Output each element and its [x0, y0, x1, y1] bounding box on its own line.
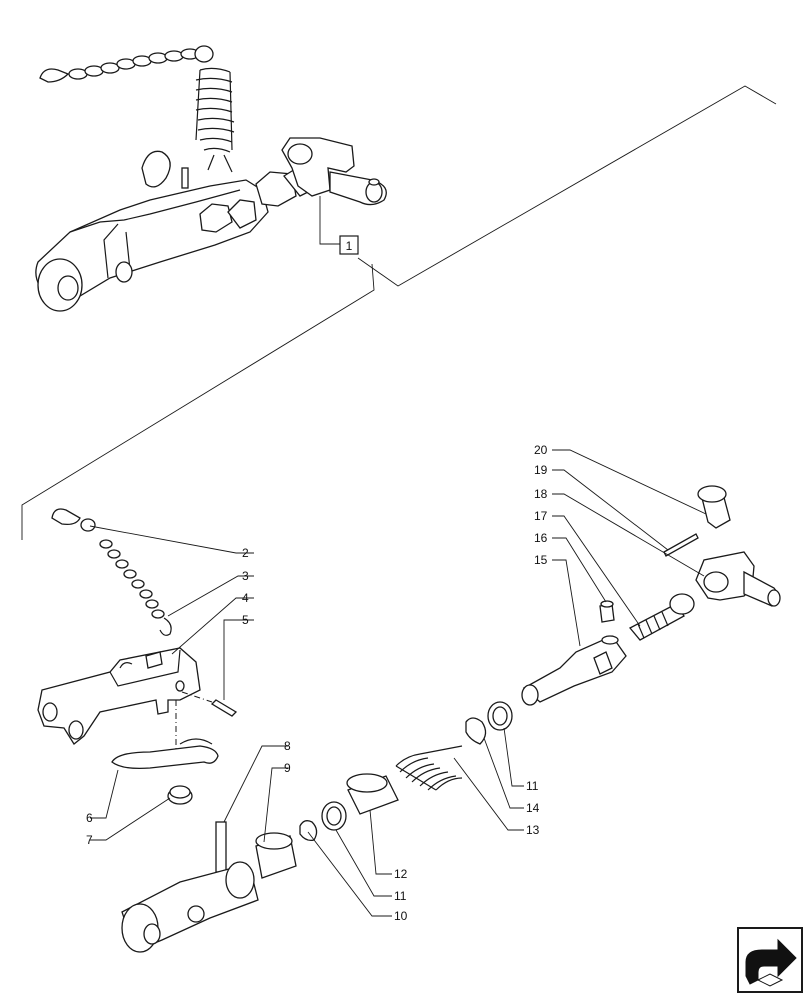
label-13: 13: [526, 823, 540, 837]
part-labels: 2 3 4 5 6 7 8 9 10 11 12 13 14 11 15 16 …: [86, 443, 548, 923]
part-11-washer-b: [487, 701, 513, 731]
callout-1-label: 1: [346, 239, 353, 253]
part-4-bracket: [37, 647, 201, 745]
part-13-spring: [395, 745, 463, 791]
label-15: 15: [534, 553, 548, 567]
label-6: 6: [86, 811, 93, 825]
label-17: 17: [534, 509, 548, 523]
top-end-fitting: [281, 137, 387, 206]
next-page-arrow-icon[interactable]: [737, 927, 803, 993]
part-19-split-pin: [663, 533, 699, 557]
top-body: [35, 150, 269, 312]
label-5: 5: [242, 613, 249, 627]
part-bottom-body: [121, 861, 259, 953]
label-11-a: 11: [394, 889, 407, 903]
callout-1-box: [339, 235, 359, 255]
part-17-threaded-end: [628, 593, 695, 641]
top-chain: [39, 45, 214, 83]
part-10-circlip: [299, 820, 318, 842]
label-18: 18: [534, 487, 548, 501]
part-9-bush: [255, 832, 297, 879]
callout-1: 1: [319, 196, 359, 255]
label-2: 2: [242, 546, 249, 560]
part-2-hook: [51, 508, 96, 532]
assembled-top-link: 1: [35, 45, 387, 312]
label-16: 16: [534, 531, 548, 545]
part-20-clevis-pin: [697, 485, 731, 529]
label-12: 12: [394, 867, 408, 881]
part-6-clip: [111, 738, 219, 770]
part-16-grease-nipple: [599, 600, 615, 623]
part-15-tube: [521, 635, 627, 706]
label-14: 14: [526, 801, 540, 815]
top-spring: [195, 67, 235, 173]
label-20: 20: [534, 443, 548, 457]
leader-lines: [89, 449, 707, 917]
part-8-grease-pin: [215, 821, 227, 873]
label-3: 3: [242, 569, 249, 583]
part-7-ring: [167, 785, 193, 805]
part-11-washer-a: [321, 801, 347, 831]
part-18-end-fitting: [695, 551, 781, 607]
part-12-bush: [346, 773, 399, 815]
part-14-circlip: [465, 717, 487, 745]
label-9: 9: [284, 761, 291, 775]
part-5-pin: [210, 699, 238, 717]
label-19: 19: [534, 463, 548, 477]
label-11-b: 11: [526, 779, 539, 793]
label-4: 4: [242, 591, 249, 605]
label-7: 7: [86, 833, 93, 847]
axis-line-pin: [181, 691, 213, 703]
label-8: 8: [284, 739, 291, 753]
explosion-bracket: [21, 85, 777, 540]
label-10: 10: [394, 909, 408, 923]
part-3-chain: [99, 539, 172, 636]
